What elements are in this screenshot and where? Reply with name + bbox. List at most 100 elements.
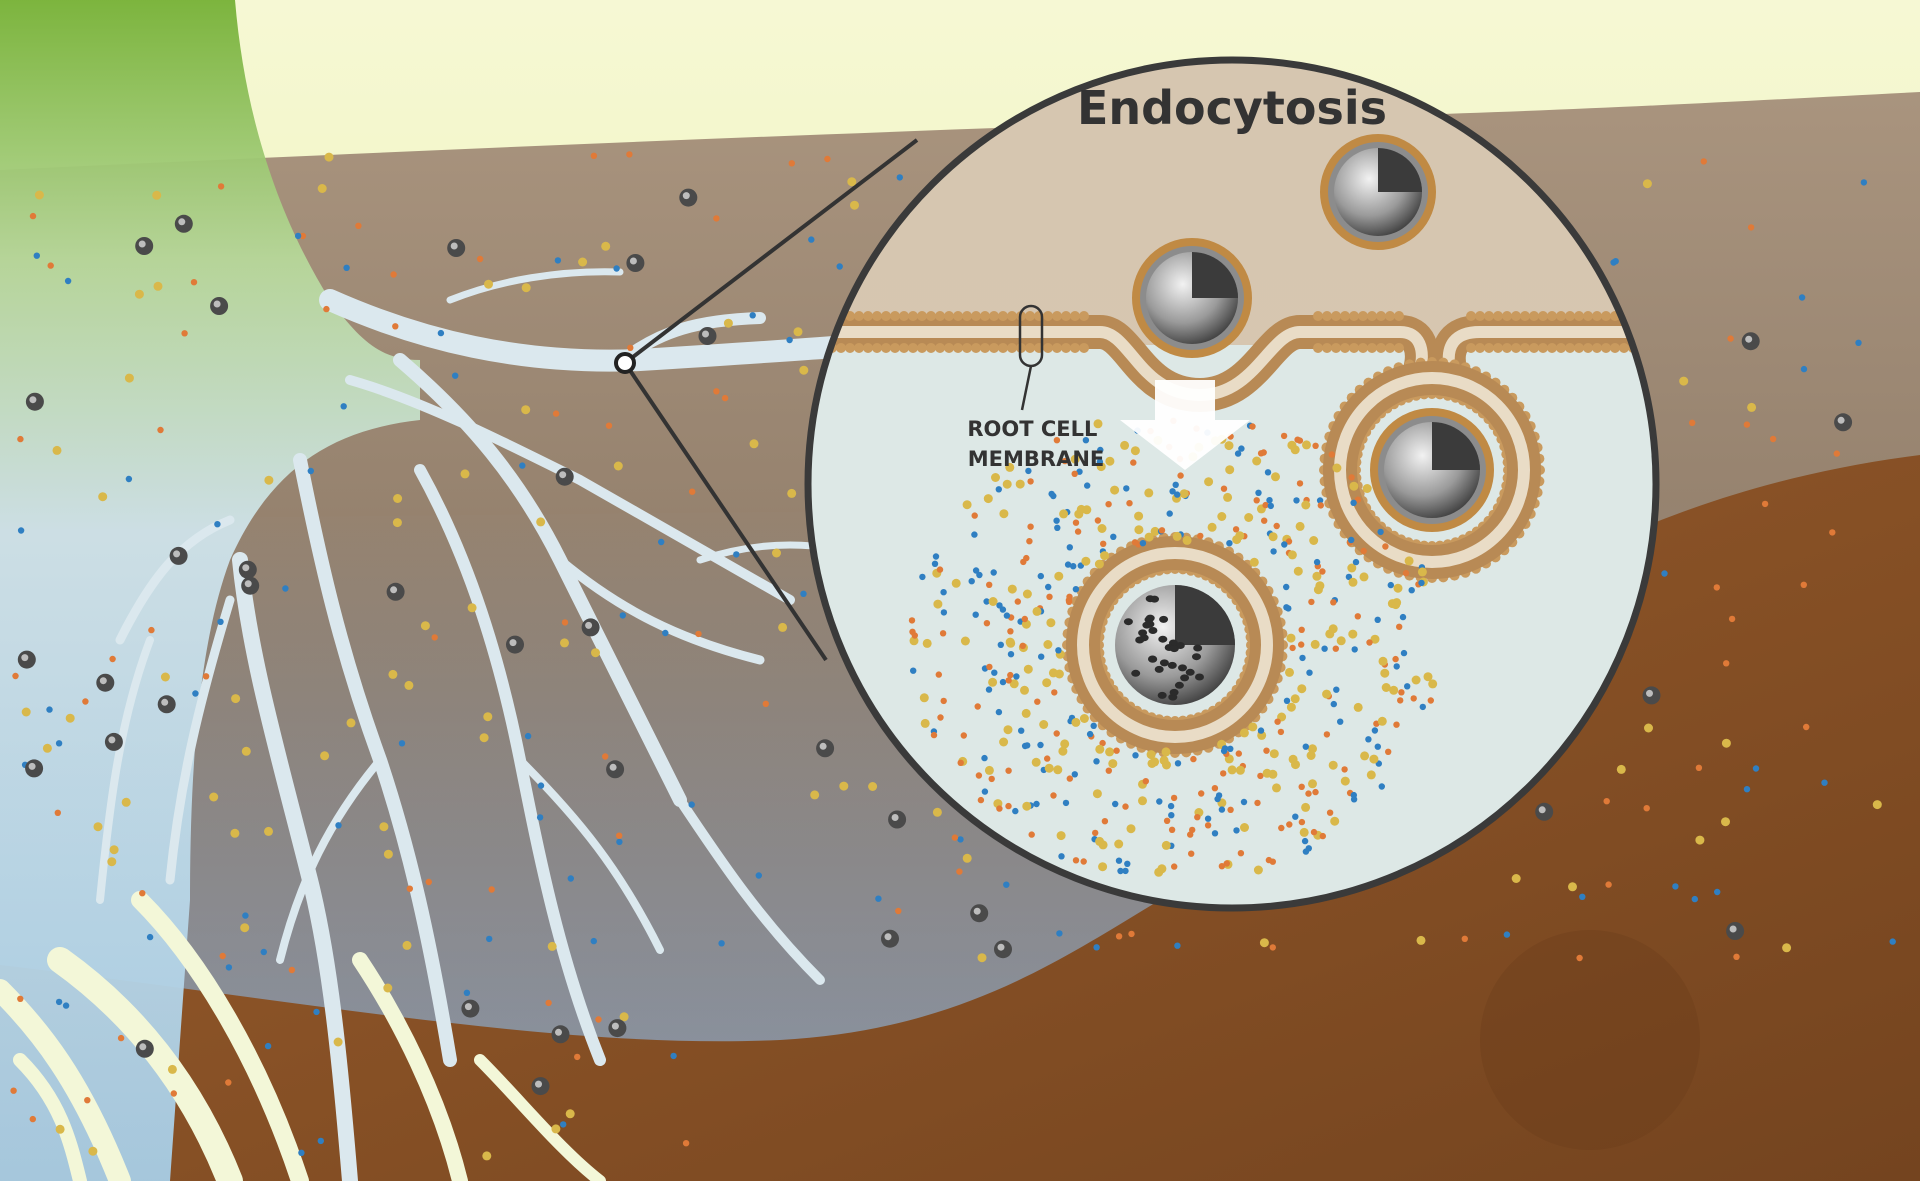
lipid-head (1610, 343, 1620, 353)
root-cell-membrane (808, 315, 1656, 413)
soil-nanoparticle-highlight (29, 396, 37, 404)
soil-particle (170, 1090, 177, 1097)
soil-particle (749, 312, 756, 319)
cargo-particle (1114, 839, 1124, 849)
soil-particle (117, 1034, 125, 1042)
lipid-head (1358, 343, 1368, 353)
cargo-particle (1059, 509, 1069, 519)
cargo-particle (1048, 490, 1055, 498)
cargo-particle (1374, 743, 1382, 750)
cargo-particle (1408, 587, 1415, 594)
cargo-particle (1105, 456, 1115, 466)
cargo-particle (1277, 728, 1285, 736)
cargo-particle (1072, 586, 1080, 593)
cargo-particle (910, 667, 917, 674)
cargo-particle (991, 669, 998, 676)
soil-particle (65, 713, 75, 723)
cargo-particle (1350, 791, 1358, 799)
cargo-particle (971, 531, 978, 538)
lipid-head (1007, 343, 1017, 353)
cargo-particle (1156, 798, 1163, 805)
soil-particle (134, 289, 144, 299)
lipid-head (1592, 343, 1602, 353)
cargo-particle (1305, 845, 1313, 852)
cargo-particle (975, 772, 983, 779)
soil-nanoparticle-highlight (1646, 689, 1653, 697)
soil-particle (519, 462, 526, 469)
soil-particle (148, 626, 155, 634)
soil-particle (242, 912, 249, 919)
soil-particle (29, 1115, 36, 1123)
cargo-particle (1168, 826, 1176, 833)
cargo-particle (1172, 531, 1182, 541)
lipid-head (1475, 343, 1485, 353)
cargo-particle (1423, 672, 1433, 682)
cargo-particle (1273, 522, 1280, 530)
soil-particle (1174, 942, 1181, 949)
cargo-particle (940, 697, 947, 705)
membrane-label-line-2: MEMBRANE (968, 447, 1105, 471)
cargo-particle (1174, 491, 1181, 498)
soil-particle (1713, 584, 1721, 591)
soil-particle (626, 151, 633, 158)
lipid-head (1529, 343, 1539, 353)
lipid-head (935, 311, 945, 321)
cargo-particle (1061, 457, 1069, 465)
soil-particle (1695, 764, 1703, 771)
lipid-head (1547, 311, 1557, 321)
soil-particle (1747, 224, 1755, 231)
cargo-particle (1283, 604, 1290, 611)
lipid-head (1385, 311, 1395, 321)
soil-particle (383, 983, 393, 993)
cargo-particle (1359, 572, 1369, 582)
soil-particle (793, 327, 803, 337)
cargo-particle (1382, 543, 1389, 550)
cargo-particle (1046, 593, 1053, 600)
cargo-particle (996, 602, 1003, 609)
cargo-particle (1110, 485, 1120, 495)
cargo-particle (919, 693, 929, 703)
cargo-particle (1286, 633, 1296, 643)
cargo-particle (1345, 573, 1353, 581)
soil-particle (202, 673, 210, 680)
cargo-particle (1417, 567, 1427, 577)
soil-particle (521, 283, 531, 293)
soil-particle (192, 690, 199, 697)
cargo-particle (971, 512, 978, 519)
lipid-head (881, 343, 891, 353)
cargo-particle (1312, 571, 1322, 581)
soil-particle (962, 853, 972, 863)
lipid-head (944, 311, 954, 321)
cargo-particle (1299, 654, 1306, 662)
soil-particle (810, 790, 820, 800)
soil-particle (1700, 158, 1708, 165)
lipid-head (863, 343, 873, 353)
cargo-particle (1348, 536, 1355, 544)
cargo-particle (1220, 485, 1228, 492)
cargo-particle (1084, 482, 1091, 489)
nanoparticle-pore (1167, 661, 1177, 669)
cargo-particle (1100, 540, 1107, 547)
cargo-particle (1198, 790, 1205, 797)
cargo-particle (986, 581, 993, 588)
cargo-particle (1269, 858, 1277, 865)
lipid-head (1520, 311, 1530, 321)
cargo-particle (1280, 432, 1288, 440)
cargo-particle (1232, 535, 1242, 545)
lipid-head (1079, 343, 1089, 353)
lipid-head (1601, 343, 1611, 353)
soil-particle (1721, 738, 1731, 748)
cargo-particle (1249, 557, 1259, 567)
cargo-particle (1217, 512, 1227, 521)
cargo-particle (1378, 783, 1386, 790)
cargo-particle (1020, 685, 1029, 695)
lipid-head (1061, 343, 1071, 353)
soil-particle (217, 618, 224, 625)
soil-particle (323, 305, 330, 313)
lipid-head (890, 311, 900, 321)
lipid-head (989, 311, 999, 321)
cargo-particle (1253, 497, 1260, 504)
nanoparticle-pore (1150, 595, 1159, 603)
soil-particle (713, 215, 720, 222)
soil-particle (1661, 570, 1668, 577)
